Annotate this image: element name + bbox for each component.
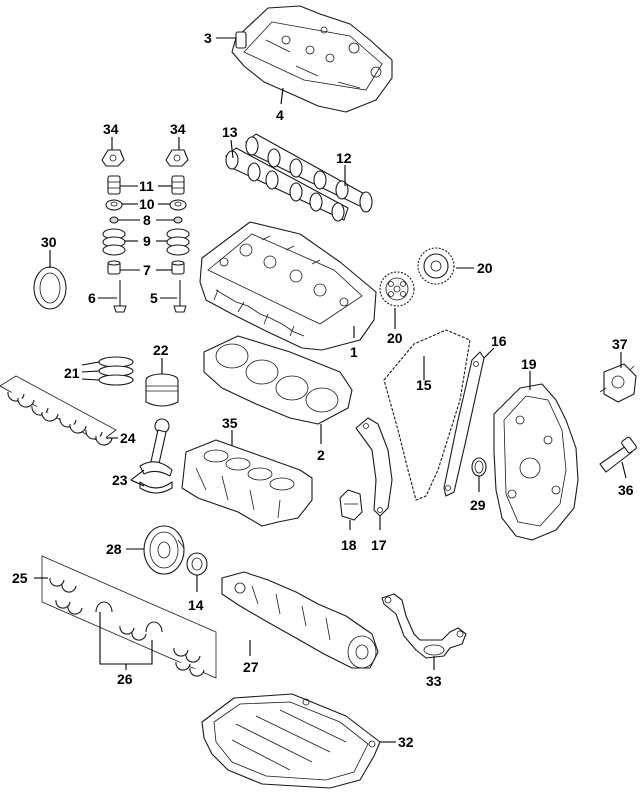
chain-tensioner[interactable] [339,489,363,521]
callout-20-lower: 20 [387,330,403,346]
chain-tensioner-guide[interactable] [355,417,393,517]
connecting-rod[interactable] [139,418,173,494]
callout-35: 35 [222,415,238,431]
chain-guide-fixed[interactable] [443,351,485,497]
exhaust-valve[interactable] [173,280,187,313]
cam-sprocket-exhaust[interactable] [379,271,415,307]
valve-cover[interactable] [231,5,393,113]
valve-spring-left[interactable] [102,228,126,256]
callout-16: 16 [491,333,507,349]
timing-chain[interactable] [383,329,471,501]
valve-keeper-right[interactable] [173,216,183,224]
rocker-arm-left[interactable] [101,149,125,167]
valve-keeper-left[interactable] [109,216,119,224]
oil-pickup-tube[interactable] [381,593,467,659]
callout-6: 6 [88,290,96,306]
head-gasket[interactable] [203,335,353,425]
callout-5: 5 [150,290,158,306]
callout-20-upper: 20 [477,260,493,276]
rear-main-seal[interactable] [33,266,67,310]
valve-spring-right[interactable] [166,228,190,256]
camshaft-intake[interactable] [225,147,349,222]
cylinder-head[interactable] [199,221,377,351]
callout-30: 30 [41,234,57,250]
valve-seal-left[interactable] [107,260,121,275]
callout-33: 33 [426,673,442,689]
crankshaft[interactable] [221,571,379,669]
callout-17: 17 [371,537,387,553]
callout-4: 4 [276,107,284,123]
cam-sprocket-intake[interactable] [417,247,455,285]
rocker-arm-right[interactable] [165,149,189,167]
callout-2: 2 [317,447,325,463]
callout-10: 10 [139,196,155,212]
timing-cover[interactable] [493,383,579,541]
vvt-solenoid[interactable] [599,363,637,403]
valve-seal-right[interactable] [171,260,185,275]
callout-8: 8 [143,212,151,228]
callout-9: 9 [143,233,151,249]
thrust-washers[interactable] [95,601,163,633]
callout-24: 24 [120,430,136,446]
callout-32: 32 [398,734,414,750]
engine-block[interactable] [181,439,313,527]
callout-34-left: 34 [103,121,119,137]
callout-37: 37 [612,336,628,352]
rod-bearings[interactable] [0,375,117,446]
callout-26: 26 [117,671,133,687]
callout-14: 14 [188,597,204,613]
intake-valve[interactable] [113,280,127,313]
callout-1: 1 [350,344,358,360]
callout-19: 19 [521,356,537,372]
callout-28: 28 [106,541,122,557]
callout-15: 15 [416,377,432,393]
front-crank-seal[interactable] [471,457,487,477]
callout-34-right: 34 [170,121,186,137]
oil-pan[interactable] [201,693,381,789]
callout-12: 12 [336,150,352,166]
lash-adjuster-left[interactable] [107,175,121,195]
callout-25: 25 [12,570,28,586]
callout-23: 23 [112,472,128,488]
callout-27: 27 [243,659,259,675]
main-bearings[interactable] [41,555,217,679]
callout-36: 36 [618,482,634,498]
callout-7: 7 [143,262,151,278]
callout-22: 22 [153,342,169,358]
callout-18: 18 [341,537,357,553]
callout-29: 29 [470,497,486,513]
callout-13: 13 [222,124,238,140]
callout-21: 21 [64,365,80,381]
piston-rings[interactable] [98,356,134,386]
callout-11: 11 [139,178,154,194]
oil-control-valve[interactable] [599,436,637,473]
lash-adjuster-right[interactable] [171,175,185,195]
piston[interactable] [145,373,179,407]
spring-retainer-left[interactable] [105,199,123,211]
spring-retainer-right[interactable] [169,199,187,211]
crankshaft-sprocket[interactable] [186,552,208,576]
callout-3: 3 [204,30,212,46]
crankshaft-pulley[interactable] [143,525,185,575]
